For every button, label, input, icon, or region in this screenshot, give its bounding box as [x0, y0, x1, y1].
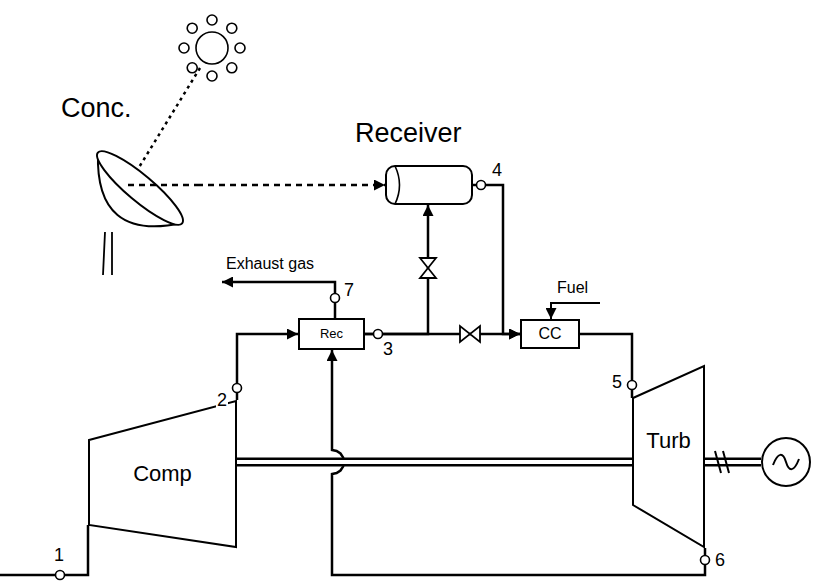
flow-label: Fuel [556, 279, 589, 297]
state-number: 3 [382, 339, 394, 360]
shaft-connector [237, 458, 632, 467]
generator-symbol [762, 438, 810, 486]
flow-label: Exhaust gas [225, 255, 315, 273]
component-heading: Receiver [355, 118, 462, 149]
state-number: 1 [53, 545, 65, 566]
shape-outline [85, 140, 197, 275]
shape-outline [385, 165, 473, 205]
connector-group [473, 185, 520, 334]
component-box: Conc. [85, 140, 197, 275]
connector-layer [197, 185, 705, 575]
component-box: CC [520, 319, 580, 349]
state-number: 6 [714, 550, 726, 571]
component-box: Rec [298, 318, 365, 350]
component-box: Turb [632, 365, 705, 548]
flow-connector [473, 185, 520, 334]
valve-symbol [460, 326, 480, 342]
flow-connector [365, 333, 520, 336]
inlet-line [0, 525, 88, 575]
exhaust-line [222, 282, 335, 318]
connector-group [580, 334, 632, 398]
component-box: Comp [88, 400, 237, 548]
component-label: Turb [646, 428, 690, 453]
flow-connector [365, 205, 428, 334]
shaft-extension [705, 458, 761, 467]
state-number: 7 [343, 280, 355, 301]
state-number: 4 [491, 160, 503, 181]
dish-stand [103, 232, 112, 275]
connector-group [237, 462, 632, 463]
valve-symbol [420, 258, 436, 278]
shaft-gap [237, 460, 632, 464]
component-label: Comp [133, 461, 192, 486]
state-number: 5 [611, 372, 623, 393]
connector-group [237, 334, 298, 400]
connector-group [365, 205, 428, 334]
state-number: 2 [216, 390, 228, 411]
flow-connector [197, 184, 385, 187]
connector-group [365, 334, 520, 335]
component-label: Rec [320, 327, 343, 342]
component-heading: Conc. [61, 93, 132, 124]
sun-symbol [179, 15, 245, 81]
receiver-body [386, 166, 472, 204]
reflected-ray [128, 184, 197, 187]
fuel-line [551, 303, 600, 319]
shaft-gap [705, 460, 761, 464]
state-points [56, 181, 710, 580]
connector-group [197, 185, 385, 186]
shape-outline [632, 365, 705, 548]
flow-connector [580, 334, 632, 398]
receiver-cap [395, 166, 400, 204]
component-box: Receiver [385, 165, 473, 205]
coupling-break [715, 451, 729, 473]
component-label: CC [538, 325, 561, 343]
flow-connector [237, 334, 298, 400]
dish-rim [90, 143, 191, 234]
compressor-outline [89, 401, 236, 547]
sunlight-ray [130, 68, 200, 182]
turbine-outline [633, 366, 704, 547]
